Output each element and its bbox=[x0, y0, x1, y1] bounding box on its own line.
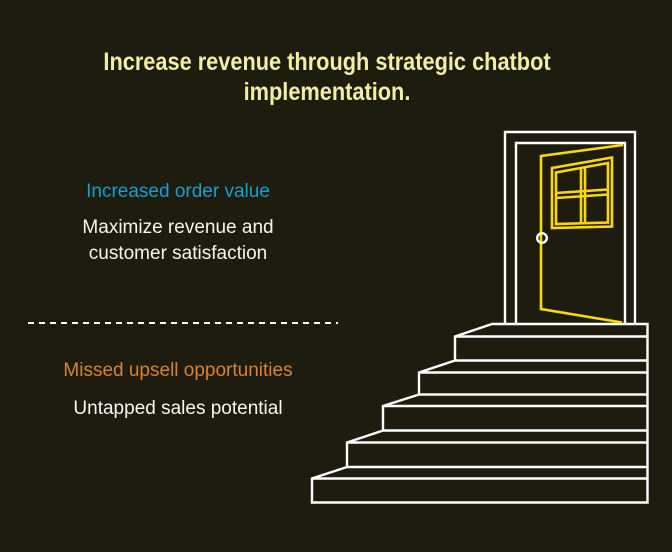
page-title-line-1: Increase revenue through strategic chatb… bbox=[103, 48, 551, 76]
staircase bbox=[310, 322, 649, 504]
door-frame bbox=[503, 130, 637, 324]
door-knob bbox=[536, 231, 549, 244]
door-window bbox=[550, 155, 614, 230]
benefit-description: Maximize revenue and customer satisfacti… bbox=[82, 217, 274, 264]
dashed-divider bbox=[28, 321, 338, 324]
open-door-stairs-illustration bbox=[310, 130, 649, 504]
page-title-line-2: implementation. bbox=[243, 78, 411, 106]
risk-description: Untapped sales potential bbox=[73, 398, 283, 419]
comparison-column: Increased order value Maximize revenue a… bbox=[8, 0, 348, 552]
risk-heading: Missed upsell opportunities bbox=[63, 360, 293, 381]
benefit-heading: Increased order value bbox=[86, 181, 270, 202]
page-title: Increase revenue through strategic chatb… bbox=[43, 47, 612, 107]
